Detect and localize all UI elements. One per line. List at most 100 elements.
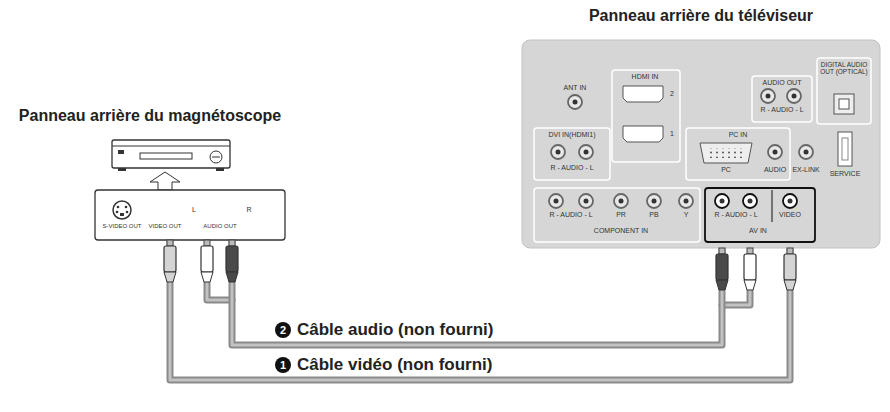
port-label: L — [192, 206, 196, 214]
jack-pin — [556, 150, 561, 155]
jack-pin — [773, 150, 778, 155]
cable-outer — [232, 242, 722, 345]
jack-pin — [766, 94, 771, 99]
plug — [226, 246, 238, 272]
jack — [568, 95, 582, 109]
hdmi-port — [623, 126, 663, 142]
port-label: VIDEO — [779, 211, 801, 219]
dvi-group — [534, 128, 610, 180]
vcr-body — [112, 146, 230, 147]
port-label: PR — [616, 211, 626, 219]
port-label: 2 — [670, 90, 674, 98]
jack — [761, 89, 775, 103]
s-video-pin — [125, 206, 128, 209]
plug — [784, 254, 796, 280]
jack — [549, 194, 563, 208]
port-label: 1 — [670, 130, 674, 138]
port-label: ANT IN — [564, 84, 587, 92]
video-cable — [170, 242, 790, 380]
port-label: S-VIDEO OUT — [102, 222, 141, 230]
jack-pin — [652, 199, 657, 204]
jack — [715, 194, 729, 208]
jack — [579, 194, 593, 208]
plug — [164, 246, 176, 272]
pc-group — [686, 128, 790, 180]
plug — [201, 246, 213, 272]
vcr-button — [118, 150, 124, 154]
plug-tip — [719, 248, 725, 254]
vcr-foot — [216, 168, 224, 171]
port-label: PB — [649, 211, 658, 219]
jack-pin — [720, 199, 725, 204]
plug-tip — [167, 240, 173, 246]
jack-pin — [584, 199, 589, 204]
port-label: AUDIO OUT — [203, 222, 236, 230]
jack-pin — [573, 100, 578, 105]
port-label: HDMI IN — [632, 73, 659, 81]
plug-boot — [784, 280, 796, 290]
plug-tip — [229, 240, 235, 246]
cable-branch — [207, 282, 232, 300]
port-label: EX-LINK — [792, 166, 819, 174]
jack — [768, 145, 782, 159]
port-label: DVI IN(HDMI1) — [548, 131, 595, 139]
port-label: COMPONENT IN — [594, 227, 648, 235]
plug-tip — [787, 248, 793, 254]
port-label: DIGITAL AUDIO OUT (OPTICAL) — [818, 61, 870, 75]
plug-tip — [204, 240, 210, 246]
callout-number: 1 — [275, 357, 291, 373]
callout-number: 2 — [275, 322, 291, 338]
plug-tip — [747, 248, 753, 254]
s-video-key — [120, 213, 124, 216]
av-in-group — [705, 188, 815, 242]
av-divider — [772, 190, 773, 222]
port-label: PC — [721, 166, 731, 174]
cable-label: Câble vidéo (non fourni) — [295, 355, 495, 374]
panel-groups — [534, 58, 871, 242]
port-label: Y — [684, 211, 689, 219]
s-video-pin — [117, 206, 120, 209]
s-video-jack — [113, 201, 131, 219]
jack — [614, 194, 628, 208]
jack-pin — [554, 199, 559, 204]
service-port — [842, 138, 848, 160]
plug-boot — [744, 280, 756, 290]
panel-heading: Panneau arrière du téléviseur — [589, 6, 813, 26]
port-label: R - AUDIO - L — [714, 211, 757, 219]
plug-boot — [226, 272, 238, 282]
jack — [679, 194, 693, 208]
jack — [551, 145, 565, 159]
optical-port — [839, 99, 849, 109]
vcr-knob — [212, 157, 220, 158]
jack-pin — [804, 150, 809, 155]
cable-branch — [207, 282, 232, 300]
cable-outer — [170, 242, 790, 380]
port-label: AUDIO OUT — [763, 79, 802, 87]
cable-branches — [207, 282, 750, 305]
port-label: R - AUDIO - L — [760, 106, 803, 114]
component-group — [534, 188, 700, 242]
port-label: R — [246, 206, 251, 214]
tv-panel — [522, 40, 880, 248]
audio-out-group — [752, 76, 812, 122]
port-label: VIDEO OUT — [148, 222, 181, 230]
vcr-body — [112, 140, 230, 168]
plug-boot — [201, 272, 213, 282]
cable-inner — [170, 242, 790, 380]
port-label: AUDIO — [764, 166, 786, 174]
port-label: R - AUDIO - L — [550, 164, 593, 172]
hdmi-group — [612, 70, 680, 162]
optical-port — [834, 94, 854, 114]
audio-cable — [232, 242, 722, 345]
vga-port — [700, 143, 752, 163]
vcr-rear-panel: Panneau arrière du magnétoscope — [3, 106, 297, 242]
jack — [579, 145, 593, 159]
vga-pins — [708, 148, 744, 158]
cable-branch — [722, 290, 750, 305]
plug — [716, 254, 728, 280]
plug — [744, 254, 756, 280]
jack-pin — [748, 199, 753, 204]
jack — [783, 194, 797, 208]
optical-group — [817, 58, 871, 124]
